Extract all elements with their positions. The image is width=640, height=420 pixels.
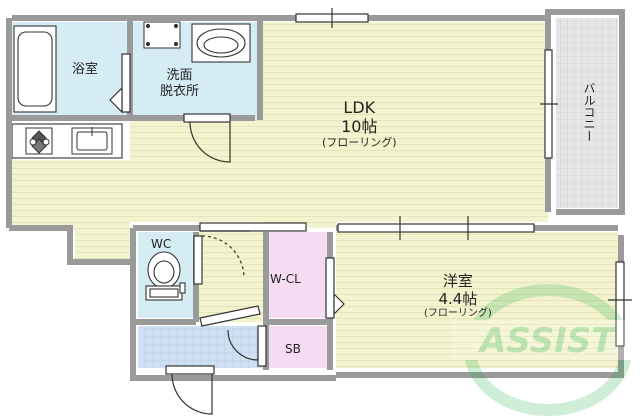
sb-label: SB [285,342,301,356]
watermark-text: ASSIST [477,321,617,361]
western-room-label-line3: (フローリング) [424,308,492,319]
washroom-label-line2: 脱衣所 [160,83,200,99]
toilet-icon [145,251,186,301]
wcl-area [266,232,328,318]
assist-watermark [452,284,632,416]
bathtub-icon [13,25,57,113]
ldk-label-line3: (フローリング) [322,136,397,150]
sink-icon [71,127,113,155]
western-room-label: 洋室 4.4帖 (フローリング) [424,272,492,320]
washing-machine-pan-icon [143,21,181,49]
balcony-area [556,18,618,208]
entrance-tile [138,326,266,368]
ldk-label-line2: 10帖 [341,117,378,137]
washroom-label: 洗面 脱衣所 [160,68,199,99]
stove-icon [25,127,53,155]
ldk-label: LDK 10帖 (フローリング) [322,98,397,150]
wc-label: WC [151,237,172,251]
washroom-label-line1: 洗面 [166,68,193,83]
wcl-label: W-CL [270,272,301,286]
ldk-label-line1: LDK [343,98,376,117]
western-room-label-line1: 洋室 [442,272,473,290]
sb-area [266,326,328,368]
bath-label: 浴室 [72,62,99,77]
windows [295,8,632,347]
balcony-label: バルコニー [582,82,596,142]
doors [109,53,345,415]
western-room-floor [336,232,618,368]
washbasin-icon [191,23,251,63]
western-room-label-line2: 4.4帖 [438,290,478,308]
